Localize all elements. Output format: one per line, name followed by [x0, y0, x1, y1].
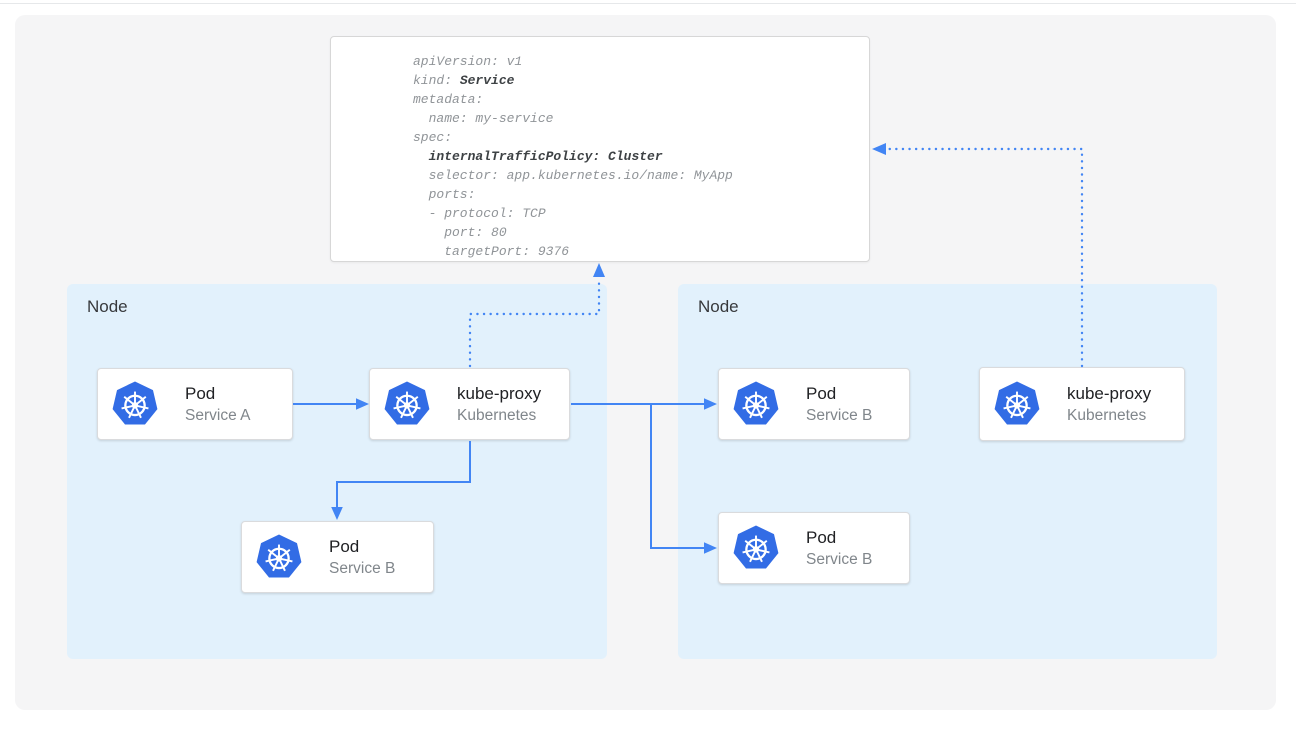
card-subtitle: Service B: [806, 406, 873, 424]
card-title: kube-proxy: [457, 383, 542, 403]
node-left-label: Node: [87, 297, 128, 316]
yaml-line: - protocol: TCP: [413, 206, 546, 221]
pod-service-a-card: Pod Service A: [97, 368, 293, 440]
node-right: Node Pod Service B Pod Service B kube-pr…: [678, 284, 1217, 659]
card-title: Pod: [806, 527, 837, 547]
card-subtitle: Service B: [329, 559, 396, 577]
yaml-line-internal-traffic-policy: internalTrafficPolicy: Cluster: [428, 149, 663, 164]
card-subtitle: Service A: [185, 406, 251, 424]
kubernetes-icon: [733, 381, 779, 427]
yaml-line: port: 80: [413, 225, 507, 240]
card-subtitle: Service B: [806, 550, 873, 568]
yaml-line: ports:: [413, 187, 476, 202]
pod-service-b-left-card: Pod Service B: [241, 521, 434, 593]
card-title: kube-proxy: [1067, 383, 1152, 403]
yaml-line: metadata:: [413, 92, 484, 107]
yaml-line: spec:: [413, 130, 453, 145]
kubernetes-icon: [112, 381, 158, 427]
card-subtitle: Kubernetes: [457, 406, 537, 424]
top-divider: [0, 3, 1296, 4]
kubernetes-icon: [384, 381, 430, 427]
kubernetes-icon: [994, 381, 1040, 427]
yaml-line: targetPort: 9376: [413, 244, 570, 259]
service-yaml-card: apiVersion: v1 kind: Service metadata: n…: [330, 36, 870, 262]
node-right-label: Node: [698, 297, 739, 316]
node-left: Node Pod Service A kube-proxy Kubernetes…: [67, 284, 607, 659]
kube-proxy-left-card: kube-proxy Kubernetes: [369, 368, 570, 440]
pod-service-b-right-bottom-card: Pod Service B: [718, 512, 910, 584]
card-title: Pod: [329, 536, 360, 556]
kubernetes-icon: [256, 534, 302, 580]
yaml-line: selector: app.kubernetes.io/name: MyApp: [413, 168, 733, 183]
kubernetes-icon: [733, 525, 779, 571]
yaml-line: name: my-service: [413, 111, 554, 126]
yaml-line: kind: Service: [413, 73, 515, 88]
card-title: Pod: [185, 383, 216, 403]
kube-proxy-right-card: kube-proxy Kubernetes: [979, 367, 1185, 441]
card-title: Pod: [806, 383, 837, 403]
yaml-line: apiVersion: v1: [413, 54, 523, 69]
card-subtitle: Kubernetes: [1067, 406, 1147, 424]
pod-service-b-right-top-card: Pod Service B: [718, 368, 910, 440]
